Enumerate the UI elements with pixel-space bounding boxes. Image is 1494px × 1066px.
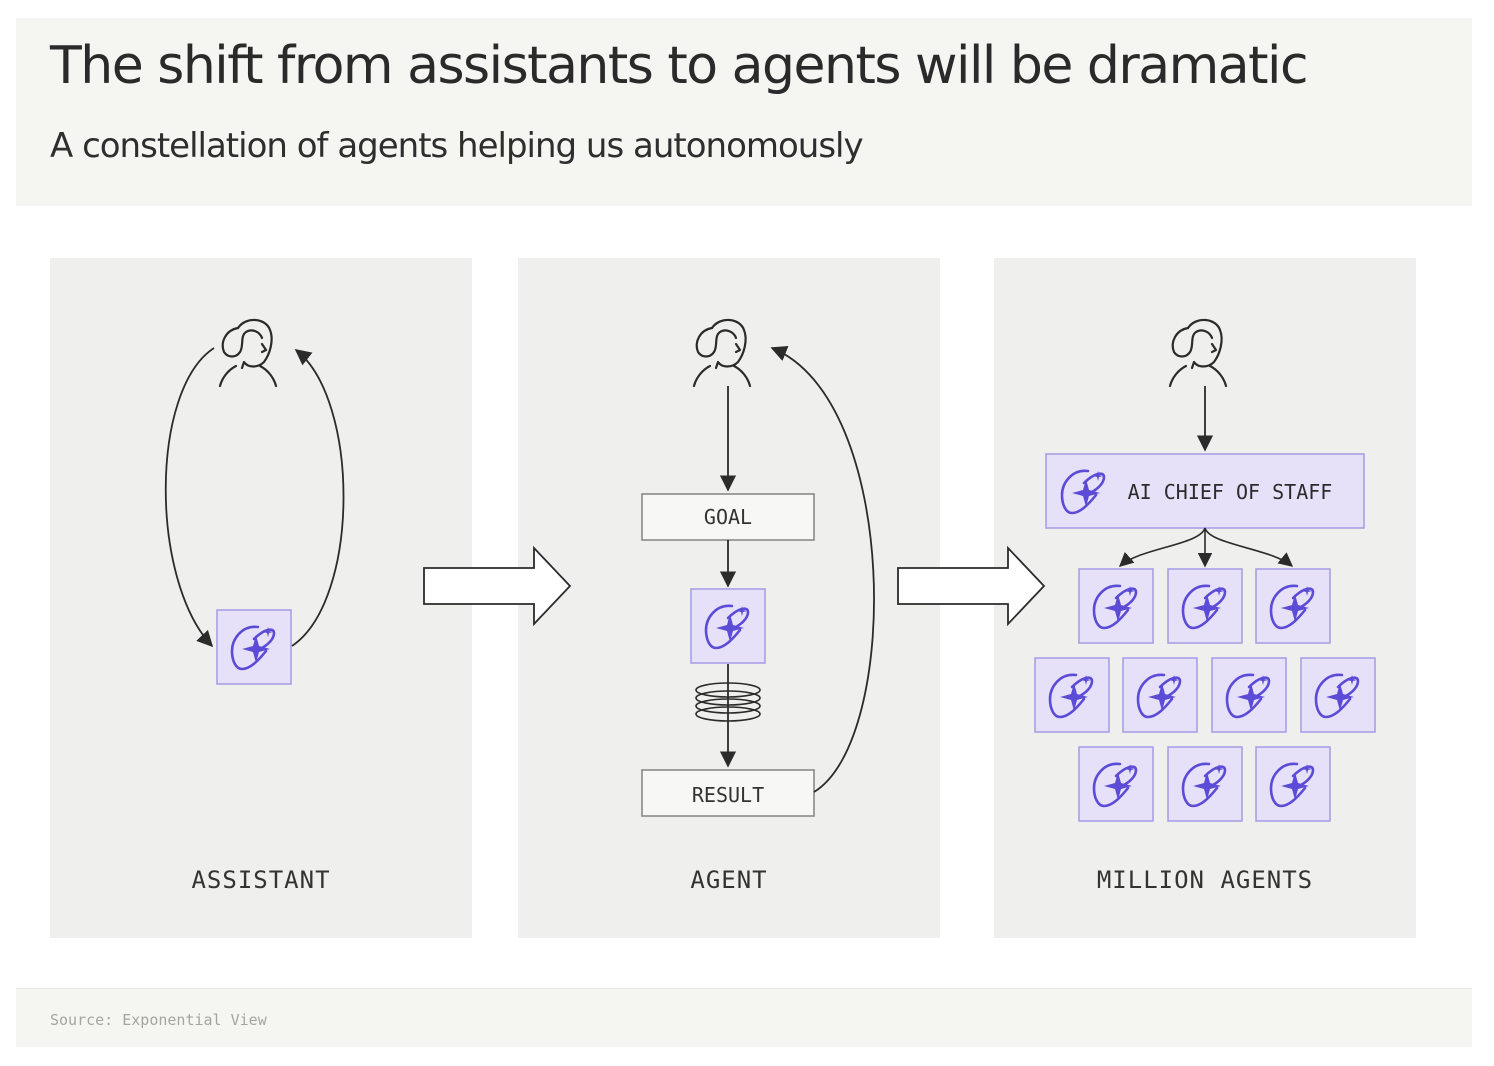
block-arrow-icon <box>423 545 572 627</box>
ai-agent-icon <box>1166 745 1244 823</box>
ai-agent-icon <box>1077 745 1155 823</box>
panel-label-agent: AGENT <box>690 866 768 894</box>
source-note: Source: Exponential View <box>50 1011 267 1029</box>
page-title: The shift from assistants to agents will… <box>50 36 1309 96</box>
chief-of-staff-label: AI CHIEF OF STAFF <box>1128 480 1333 504</box>
assistant-loop-down-arrow <box>164 347 215 648</box>
ai-agent-icon <box>215 608 293 686</box>
panel-label-assistant: ASSISTANT <box>191 866 331 894</box>
ai-agent-icon <box>1210 656 1288 734</box>
goal-label: GOAL <box>704 505 752 529</box>
ai-agent-icon <box>1033 656 1111 734</box>
ai-agent-icon <box>1121 656 1199 734</box>
chief-arrow-left <box>1118 527 1206 567</box>
assistant-loop-up-arrow <box>291 349 345 647</box>
result-label: RESULT <box>692 783 764 807</box>
block-arrow-icon <box>897 545 1046 627</box>
panel-million-agents: MILLION AGENTS <box>994 258 1416 938</box>
page-subtitle: A constellation of agents helping us aut… <box>50 126 864 166</box>
footer: Source: Exponential View <box>16 988 1472 1047</box>
goal-box <box>641 493 815 541</box>
chief-arrow-right <box>1204 527 1294 567</box>
result-box <box>641 769 815 817</box>
ai-agent-icon <box>1166 567 1244 645</box>
header: The shift from assistants to agents will… <box>16 18 1472 206</box>
ai-agent-icon <box>1299 656 1377 734</box>
panel-label-million-agents: MILLION AGENTS <box>1096 866 1314 894</box>
ai-agent-icon <box>1254 745 1332 823</box>
ai-agent-icon <box>1254 567 1332 645</box>
agent-feedback-arrow <box>770 346 875 793</box>
ai-agent-icon <box>689 587 767 665</box>
ai-agent-icon <box>1077 567 1155 645</box>
panel-assistant: ASSISTANT <box>50 258 472 938</box>
